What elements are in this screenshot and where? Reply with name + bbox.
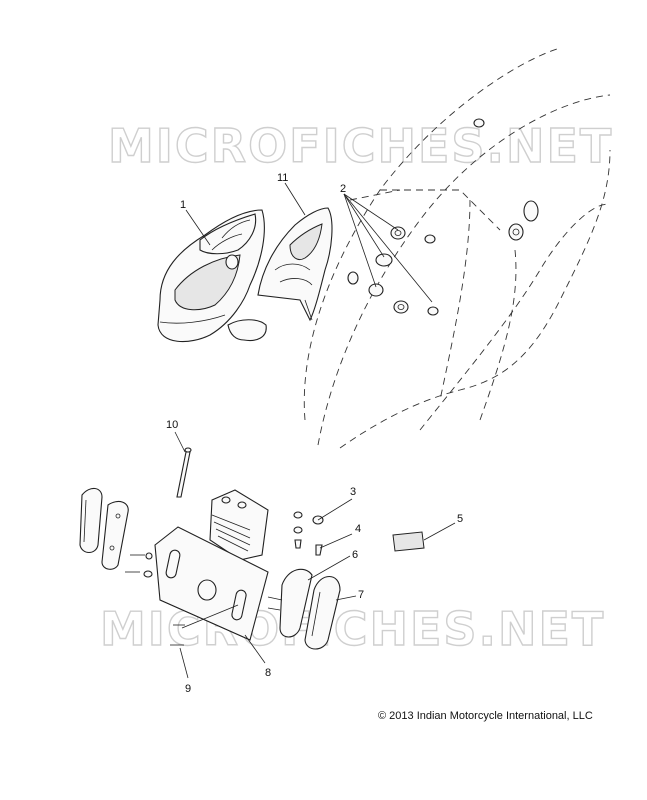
rear-fender-outline xyxy=(303,47,611,449)
part-7-lens-left xyxy=(79,487,129,570)
leader-lines xyxy=(174,182,456,679)
watermark-bottom: MICROFICHES.NET xyxy=(100,602,605,656)
callout-10: 10 xyxy=(166,419,178,431)
part-2-hardware xyxy=(347,226,439,316)
part-5-reflector xyxy=(392,531,425,552)
callout-2: 2 xyxy=(340,183,346,195)
part-10-cable-tie xyxy=(176,447,192,498)
callout-6: 6 xyxy=(352,549,358,561)
part-6-lamp-housing xyxy=(267,568,313,638)
license-bracket xyxy=(209,489,269,561)
part-9-screws xyxy=(125,552,185,646)
fender-mount-boss xyxy=(473,118,539,241)
copyright-notice: © 2013 Indian Motorcycle International, … xyxy=(378,710,593,722)
callout-5: 5 xyxy=(457,513,463,525)
callout-1: 1 xyxy=(180,199,186,211)
callout-8: 8 xyxy=(265,667,271,679)
part-1-rear-cover xyxy=(157,209,267,343)
callout-4: 4 xyxy=(355,523,361,535)
callout-3: 3 xyxy=(350,486,356,498)
part-11-inner-cover xyxy=(257,207,333,322)
part-3-nuts xyxy=(293,511,324,534)
part-7-lens-right xyxy=(304,575,341,650)
callout-7: 7 xyxy=(358,589,364,601)
part-4-bolts xyxy=(294,539,323,556)
callout-9: 9 xyxy=(185,683,191,695)
part-8-plate-bracket xyxy=(154,526,269,641)
callout-11: 11 xyxy=(277,172,288,184)
watermark-top: MICROFICHES.NET xyxy=(108,119,613,173)
